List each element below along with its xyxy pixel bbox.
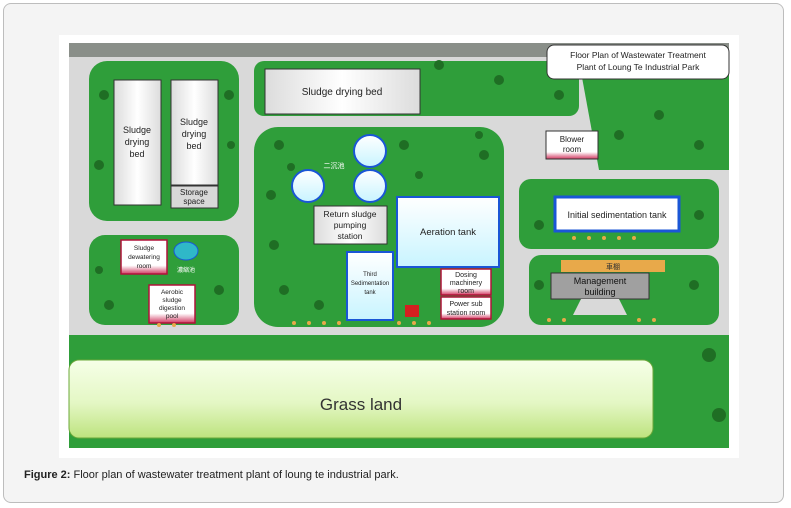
floor-plan-svg: Sludge drying bed Sludge drying bed Slud… bbox=[68, 43, 730, 448]
power-l1: Power sub bbox=[449, 301, 482, 308]
secondary-tank-label: 二沉池 bbox=[324, 161, 345, 170]
secondary-tank-2 bbox=[291, 169, 325, 203]
management-building bbox=[550, 272, 650, 300]
sludge-drying-bed-top-label: Sludge drying bed bbox=[302, 87, 383, 98]
aerobic-l2: sludge bbox=[162, 297, 182, 304]
third-sedimentation-tank bbox=[346, 251, 394, 321]
grass-land bbox=[68, 359, 654, 439]
blower-l2: room bbox=[563, 145, 582, 154]
blower-l1: Blower bbox=[560, 135, 585, 144]
dewatering-l3: room bbox=[137, 263, 152, 270]
management-l2: building bbox=[584, 287, 615, 297]
sludge-drying-bed-top bbox=[264, 68, 421, 115]
sdb-mid-l1: Sludge bbox=[180, 117, 208, 127]
return-sludge-l1: Return sludge bbox=[324, 209, 377, 219]
grass-land-label: Grass land bbox=[320, 395, 402, 414]
dosing-l2: machinery bbox=[450, 280, 483, 287]
third-sed-l2: Sedimentation bbox=[351, 281, 389, 287]
sludge-drying-bed-mid bbox=[170, 79, 219, 186]
third-sed-l3: tank bbox=[364, 290, 376, 296]
map-title-l1: Floor Plan of Wastewater Treatment bbox=[570, 50, 706, 60]
storage-l2: space bbox=[183, 197, 205, 206]
initial-sedimentation-label: Initial sedimentation tank bbox=[567, 210, 667, 220]
aerobic-l1: Aerobic bbox=[161, 289, 184, 296]
pond-label: 濃縮池 bbox=[177, 266, 195, 274]
sdb-left-l2: drying bbox=[125, 137, 150, 147]
aeration-tank bbox=[396, 196, 500, 268]
dosing-l1: Dosing bbox=[455, 272, 477, 279]
sdb-left-l1: Sludge bbox=[123, 125, 151, 135]
map-title-l2: Plant of Loung Te Industrial Park bbox=[577, 62, 700, 72]
red-marker bbox=[405, 305, 419, 317]
power-l2: station room bbox=[447, 310, 486, 317]
return-sludge-l3: station bbox=[337, 231, 362, 241]
aerobic-digestion-pool bbox=[148, 284, 196, 324]
aerobic-l4: pool bbox=[166, 313, 179, 320]
initial-sedimentation-tank bbox=[553, 195, 681, 233]
secondary-tank-1 bbox=[353, 134, 387, 168]
management-sign bbox=[561, 260, 665, 272]
floor-plan-map: Sludge drying bed Sludge drying bed Slud… bbox=[59, 35, 739, 458]
figure-caption-text: Floor plan of wastewater treatment plant… bbox=[70, 469, 399, 481]
aerobic-l3: digestion bbox=[159, 305, 185, 312]
figure-frame: Sludge drying bed Sludge drying bed Slud… bbox=[3, 3, 784, 503]
secondary-tank-3 bbox=[353, 169, 387, 203]
blower-room bbox=[545, 130, 599, 160]
return-sludge-l2: pumping bbox=[334, 220, 367, 230]
map-title-box bbox=[546, 44, 730, 80]
return-sludge-station bbox=[313, 205, 388, 245]
dewatering-l2: dewatering bbox=[128, 254, 160, 261]
dosing-l3: room bbox=[458, 288, 474, 295]
dosing-machinery-room bbox=[440, 268, 492, 296]
sludge-dewatering-room bbox=[120, 239, 168, 275]
figure-caption: Figure 2: Floor plan of wastewater treat… bbox=[24, 469, 399, 481]
thickening-pond bbox=[173, 241, 199, 261]
storage-l1: Storage bbox=[180, 188, 209, 197]
dewatering-l1: Sludge bbox=[134, 245, 155, 252]
aeration-label: Aeration tank bbox=[420, 227, 476, 238]
sdb-mid-l3: bed bbox=[186, 141, 201, 151]
power-sub-station-room bbox=[440, 296, 492, 320]
sdb-left-l3: bed bbox=[129, 149, 144, 159]
sludge-drying-bed-left bbox=[113, 79, 162, 206]
trees bbox=[94, 60, 726, 422]
storage-space bbox=[170, 185, 219, 209]
hedge-dots bbox=[157, 236, 656, 327]
management-l1: Management bbox=[574, 276, 627, 286]
management-sign-label: 車棚 bbox=[606, 262, 620, 271]
sdb-mid-l2: drying bbox=[182, 129, 207, 139]
third-sed-l1: Third bbox=[363, 272, 377, 278]
figure-caption-label: Figure 2: bbox=[24, 469, 71, 481]
management-steps bbox=[573, 299, 627, 315]
